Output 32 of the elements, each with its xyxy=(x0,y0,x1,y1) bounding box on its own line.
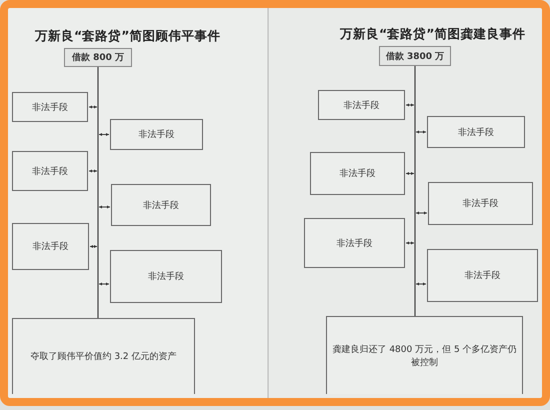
title: 万新良“套路贷”简图龚建良事件 xyxy=(340,26,526,43)
loan-box: 借款 800 万 xyxy=(64,48,132,67)
result-box: 龚建良归还了 4800 万元，但 5 个多亿资产仍被控制 xyxy=(326,316,523,394)
process-box: 非法手段 xyxy=(428,182,533,225)
process-box: 非法手段 xyxy=(12,151,88,191)
connector-line xyxy=(97,67,99,318)
double-arrow xyxy=(416,282,426,286)
connector-line xyxy=(414,66,416,316)
double-arrow xyxy=(98,133,110,136)
double-arrow xyxy=(406,172,414,175)
process-box: 非法手段 xyxy=(12,92,88,122)
double-arrow xyxy=(88,170,98,172)
double-arrow xyxy=(416,130,426,134)
process-box: 非法手段 xyxy=(111,184,211,226)
process-box: 非法手段 xyxy=(110,119,203,150)
process-box: 非法手段 xyxy=(304,218,405,268)
process-box: 非法手段 xyxy=(12,223,89,270)
double-arrow xyxy=(98,282,110,286)
process-box: 非法手段 xyxy=(310,152,405,195)
process-box: 非法手段 xyxy=(427,249,538,302)
result-box: 夺取了顾伟平价值约 3.2 亿元的资产 xyxy=(12,318,195,394)
double-arrow xyxy=(90,245,98,248)
double-arrow xyxy=(406,104,414,106)
double-arrow xyxy=(88,106,98,108)
double-arrow xyxy=(406,242,414,244)
double-arrow xyxy=(98,206,110,208)
double-arrow xyxy=(416,212,428,214)
process-box: 非法手段 xyxy=(110,250,222,303)
process-box: 非法手段 xyxy=(318,90,405,120)
loan-box: 借款 3800 万 xyxy=(379,46,451,66)
process-box: 非法手段 xyxy=(427,116,525,148)
title: 万新良“套路贷”简图顾伟平事件 xyxy=(35,28,220,45)
